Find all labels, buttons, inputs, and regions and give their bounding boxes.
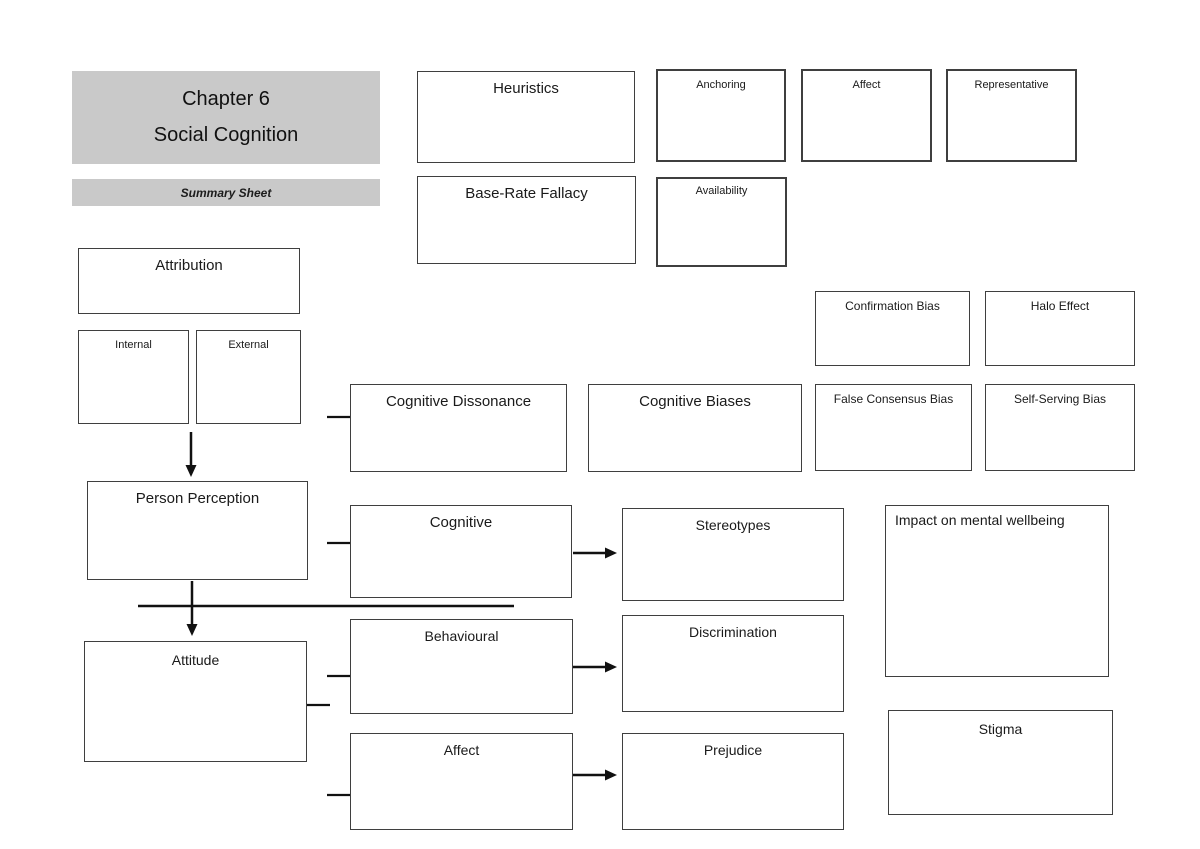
node-false-consensus-bias-label: False Consensus Bias [833,392,954,406]
node-external: External [196,330,301,424]
node-attitude: Attitude [84,641,307,762]
node-person-perception-label: Person Perception [135,490,260,507]
node-affect-component-label: Affect [443,742,480,758]
node-stereotypes: Stereotypes [622,508,844,601]
node-anchoring: Anchoring [656,69,786,162]
node-cognitive: Cognitive [350,505,572,598]
node-affect-component: Affect [350,733,573,830]
node-affect-heuristic: Affect [801,69,932,162]
node-prejudice-label: Prejudice [703,742,763,758]
node-behavioural: Behavioural [350,619,573,714]
node-discrimination: Discrimination [622,615,844,712]
node-attitude-label: Attitude [171,652,220,668]
node-self-serving-bias: Self-Serving Bias [985,384,1135,471]
subtitle-bar: Summary Sheet [72,179,380,206]
arrow-person-perception-to-attitude [186,581,198,636]
node-heuristics-label: Heuristics [493,80,559,97]
node-halo-effect: Halo Effect [985,291,1135,366]
node-cognitive-dissonance: Cognitive Dissonance [350,384,567,472]
node-internal: Internal [78,330,189,424]
node-prejudice: Prejudice [622,733,844,830]
node-impact-mental-wellbeing: Impact on mental wellbeing [885,505,1109,677]
node-internal-label: Internal [115,339,152,351]
node-self-serving-bias-label: Self-Serving Bias [1013,392,1107,406]
chapter-title-box: Chapter 6 Social Cognition [72,71,380,164]
node-confirmation-bias: Confirmation Bias [815,291,970,366]
node-affect-heuristic-label: Affect [852,79,881,91]
node-attribution-label: Attribution [155,257,223,274]
node-base-rate-fallacy-label: Base-Rate Fallacy [465,185,588,202]
node-stigma-label: Stigma [978,721,1023,737]
node-halo-effect-label: Halo Effect [1030,299,1090,313]
node-availability: Availability [656,177,787,267]
node-false-consensus-bias: False Consensus Bias [815,384,972,471]
node-cognitive-label: Cognitive [429,514,493,531]
subtitle-text: Summary Sheet [180,185,272,200]
arrow-cognitive-to-stereotypes [573,547,617,559]
node-representative: Representative [946,69,1077,162]
node-behavioural-label: Behavioural [424,628,499,644]
node-confirmation-bias-label: Confirmation Bias [845,299,940,313]
arrow-attribution-to-person-perception [185,432,197,477]
node-impact-mental-wellbeing-label: Impact on mental wellbeing [895,512,1065,528]
node-availability-label: Availability [695,185,748,197]
node-cognitive-biases-label: Cognitive Biases [639,393,751,410]
arrow-affect-to-prejudice [573,769,617,781]
node-stigma: Stigma [888,710,1113,815]
node-cognitive-dissonance-label: Cognitive Dissonance [385,393,532,410]
node-stereotypes-label: Stereotypes [695,517,771,533]
node-external-label: External [228,339,269,351]
chapter-number: Chapter 6 [182,88,270,110]
chapter-name: Social Cognition [153,124,299,146]
node-person-perception: Person Perception [87,481,308,580]
node-discrimination-label: Discrimination [689,624,777,640]
node-heuristics: Heuristics [417,71,635,163]
arrow-behavioural-to-discrimination [573,661,617,673]
node-cognitive-biases: Cognitive Biases [588,384,802,472]
node-attribution: Attribution [78,248,300,314]
node-base-rate-fallacy: Base-Rate Fallacy [417,176,636,264]
node-anchoring-label: Anchoring [696,79,746,91]
node-representative-label: Representative [974,79,1049,91]
